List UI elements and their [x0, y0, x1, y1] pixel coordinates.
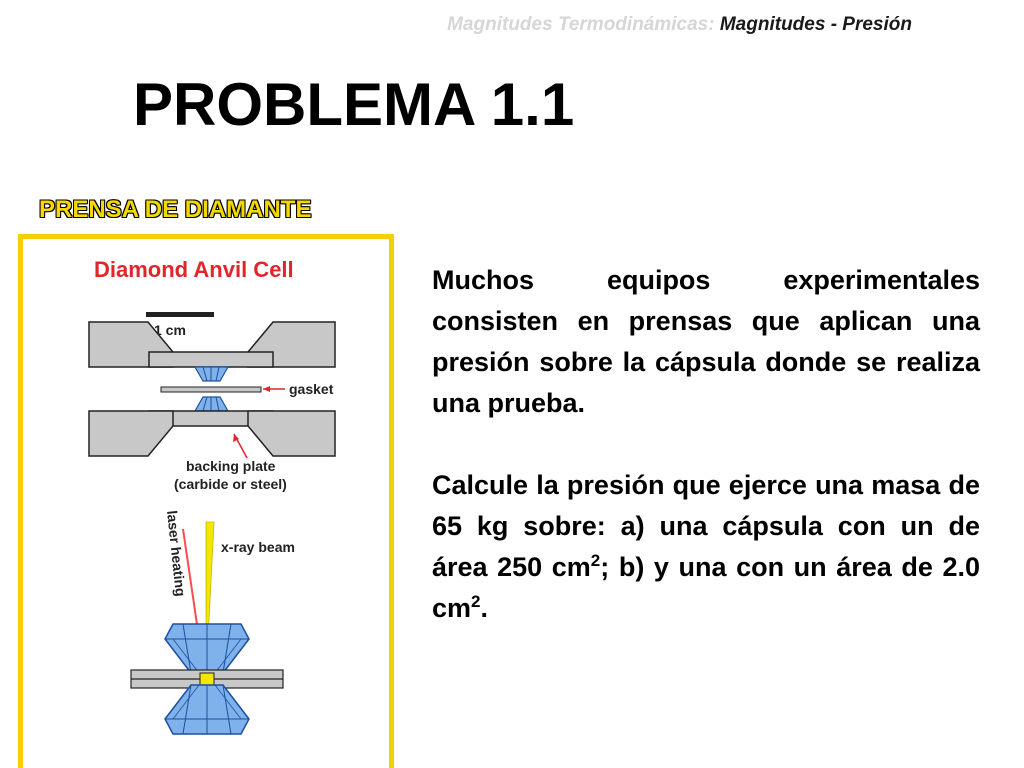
header-section: Magnitudes Termodinámicas: [447, 14, 715, 35]
lower-right-block [247, 410, 336, 457]
figure-subtitle: PRENSA DE DIAMANTE [39, 196, 312, 223]
problem-statement: Muchos equipos experimentales consisten … [432, 260, 980, 629]
backing-label-1: backing plate [186, 458, 276, 474]
upper-backing-plate [148, 351, 274, 368]
question-sup-1: 2 [590, 551, 601, 570]
slide-header: Magnitudes Termodinámicas: Magnitudes - … [447, 14, 912, 36]
question-sup-2: 2 [471, 592, 481, 611]
diamond-anvil-figure: Diamond Anvil Cell 1 cm gasket backing p… [18, 234, 394, 768]
page-title: PROBLEMA 1.1 [133, 71, 575, 138]
diamond-anvil-diagram: Diamond Anvil Cell 1 cm gasket backing p… [88, 257, 336, 735]
question-part-3: . [480, 593, 489, 623]
paragraph-intro: Muchos equipos experimentales consisten … [432, 265, 980, 418]
paragraph-question: Calcule la presión que ejerce una masa d… [432, 465, 980, 629]
laser-label: laser heating [164, 510, 189, 598]
figure-title: Diamond Anvil Cell [94, 257, 294, 282]
xray-label: x-ray beam [221, 539, 295, 555]
header-topic: Magnitudes - Presión [719, 14, 912, 35]
question-part-1: Calcule la presión que ejerce una masa d… [432, 470, 980, 582]
scale-bar [146, 312, 214, 317]
gasket [160, 386, 262, 393]
sample-chamber [199, 672, 215, 686]
scale-label: 1 cm [154, 322, 186, 338]
gasket-label: gasket [289, 381, 334, 397]
question-part-2: ; b) y una con un área de 2.0 cm [432, 552, 980, 623]
backing-label-2: (carbide or steel) [174, 476, 287, 492]
lower-left-block [88, 410, 174, 457]
